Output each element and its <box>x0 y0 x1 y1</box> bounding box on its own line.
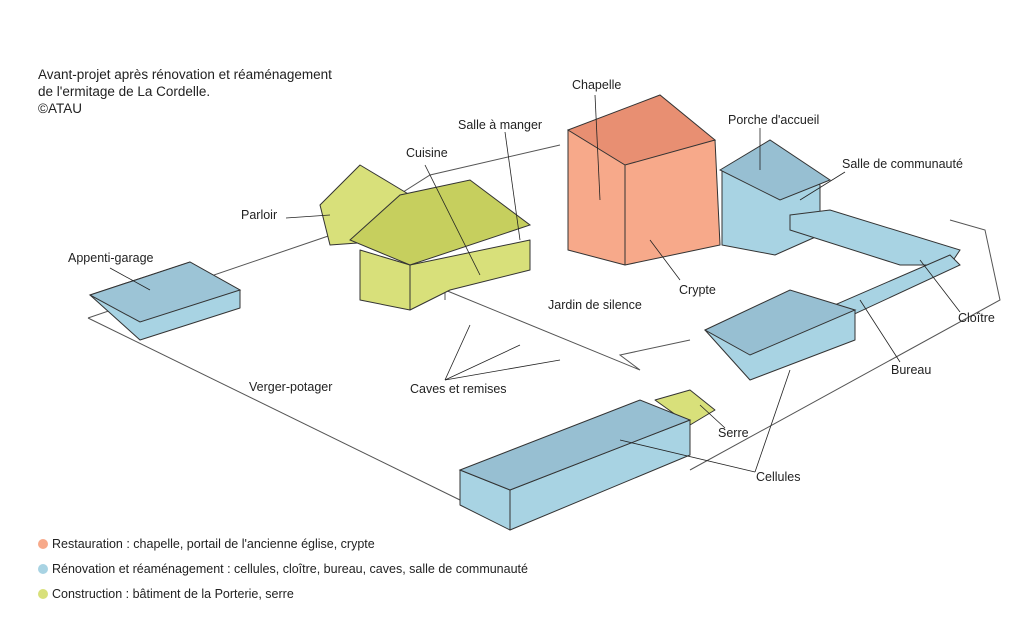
enclosure-wall-east <box>689 219 1001 471</box>
legend-item-renovation: Rénovation et réaménagement : cellules, … <box>38 556 528 581</box>
caption-credit: ©ATAU <box>38 101 82 116</box>
restauration-swatch <box>38 538 48 549</box>
label-verger: Verger-potager <box>249 380 333 394</box>
label-serre: Serre <box>718 426 749 440</box>
label-salle-communaute: Salle de communauté <box>842 157 963 171</box>
caption-line-1: Avant-projet après rénovation et réaména… <box>38 67 332 82</box>
label-parloir: Parloir <box>241 208 278 222</box>
porterie-roof <box>349 179 532 266</box>
label-appenti: Appenti-garage <box>68 251 154 265</box>
caption-line-2: de l'ermitage de La Cordelle. <box>38 84 211 99</box>
legend-item-restauration: Restauration : chapelle, portail de l'an… <box>38 531 528 556</box>
leader-lines <box>109 94 961 473</box>
label-cuisine: Cuisine <box>406 146 448 160</box>
chapelle-roof <box>566 94 717 166</box>
label-salle-a-manger: Salle à manger <box>458 118 543 132</box>
legend-label: Restauration : chapelle, portail de l'an… <box>52 536 375 551</box>
legend-label: Rénovation et réaménagement : cellules, … <box>52 561 528 576</box>
enclosure-wall-south <box>87 317 461 501</box>
label-cloitre: Cloître <box>958 311 995 325</box>
garden-wall <box>444 289 691 371</box>
construction-swatch <box>38 588 48 599</box>
legend-label: Construction : bâtiment de la Porterie, … <box>52 586 294 601</box>
label-cellules: Cellules <box>756 470 801 484</box>
label-crypte: Crypte <box>679 283 716 297</box>
caption: Avant-projet après rénovation et réaména… <box>38 66 332 117</box>
label-caves: Caves et remises <box>410 382 507 396</box>
renovation-swatch <box>38 563 48 574</box>
legend-item-construction: Construction : bâtiment de la Porterie, … <box>38 581 528 606</box>
label-chapelle: Chapelle <box>572 78 622 92</box>
legend: Restauration : chapelle, portail de l'an… <box>38 531 528 606</box>
label-jardin: Jardin de silence <box>548 298 642 312</box>
label-bureau: Bureau <box>891 363 932 377</box>
cloitre-roof <box>789 209 961 266</box>
label-porche: Porche d'accueil <box>728 113 820 127</box>
